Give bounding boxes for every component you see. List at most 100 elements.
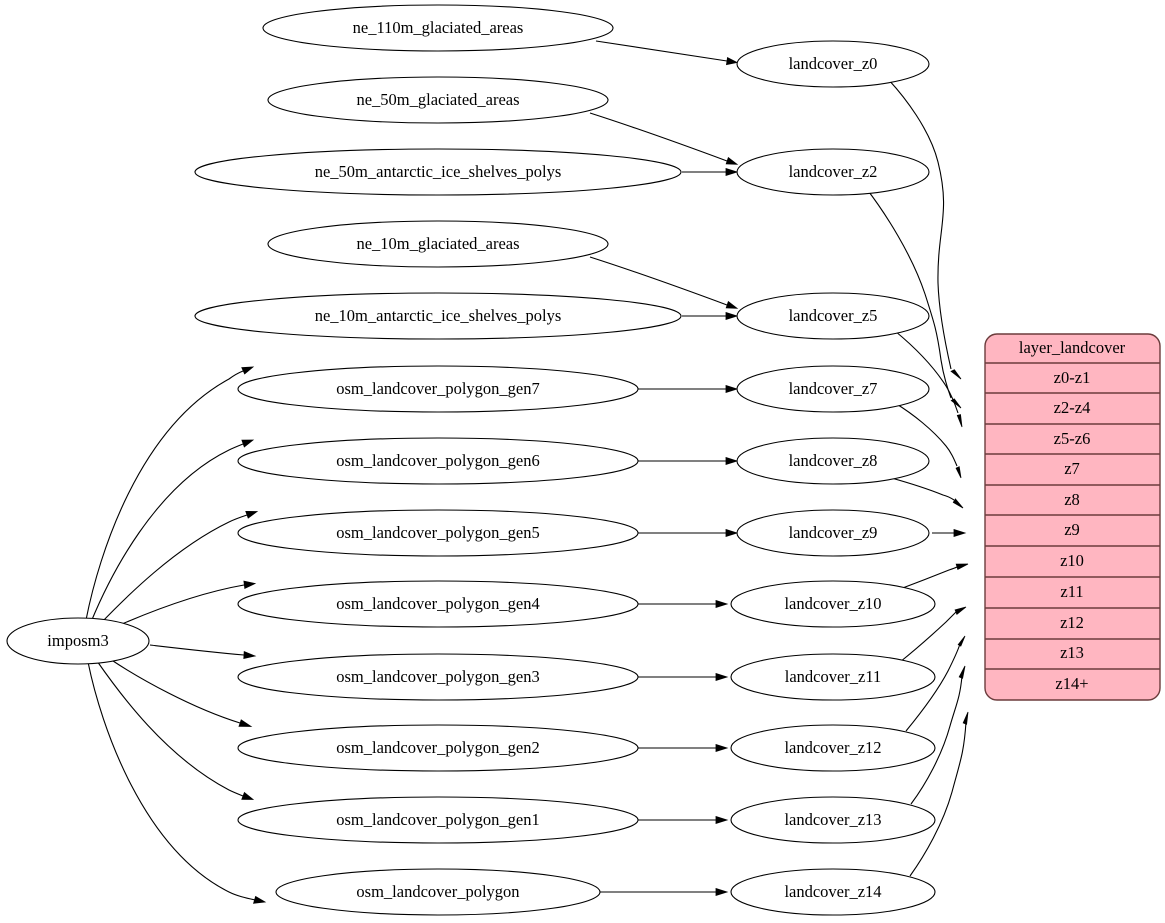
node-ne-10m-antarctic-ice-shelves-polys[interactable]: ne_10m_antarctic_ice_shelves_polys (194, 292, 682, 340)
node-label: osm_landcover_polygon (356, 882, 519, 901)
arrowhead (954, 606, 967, 615)
edge-imposm3-to-gen6 (90, 443, 244, 623)
arrowhead (725, 311, 739, 321)
arrowhead (238, 719, 253, 727)
edge-z11-to-row-z11 (899, 611, 957, 663)
node-ne-50m-glaciated-areas[interactable]: ne_50m_glaciated_areas (267, 76, 609, 124)
edge-layer (85, 40, 969, 904)
node-label: ne_50m_antarctic_ice_shelves_polys (315, 162, 562, 181)
node-osm-landcover-polygon-gen4[interactable]: osm_landcover_polygon_gen4 (237, 580, 639, 628)
node-osm-landcover-polygon-gen3[interactable]: osm_landcover_polygon_gen3 (237, 653, 639, 701)
arrowhead (962, 711, 969, 725)
table-row-z2-z4[interactable]: z2-z4 (1054, 398, 1091, 417)
natural-earth-sources: ne_110m_glaciated_areas ne_50m_glaciated… (194, 4, 682, 340)
node-landcover-z2[interactable]: landcover_z2 (736, 148, 930, 196)
arrowhead (952, 498, 964, 509)
node-label: landcover_z7 (789, 379, 878, 398)
node-osm-landcover-polygon-gen5[interactable]: osm_landcover_polygon_gen5 (237, 509, 639, 557)
node-landcover-z8[interactable]: landcover_z8 (736, 437, 930, 485)
arrowhead (715, 672, 729, 682)
arrowhead (955, 563, 969, 570)
node-ne-110m-glaciated-areas[interactable]: ne_110m_glaciated_areas (262, 4, 614, 52)
edge-z14-to-row-z14plus (909, 721, 967, 877)
node-landcover-z9[interactable]: landcover_z9 (736, 509, 930, 557)
layer-landcover-table[interactable]: layer_landcover z0-z1 z2-z4 z5-z6 z7 z8 … (984, 333, 1161, 701)
node-landcover-z13[interactable]: landcover_z13 (730, 796, 936, 844)
table-row-z14-plus[interactable]: z14+ (1055, 674, 1088, 693)
arrowhead (245, 510, 259, 519)
node-label: osm_landcover_polygon_gen6 (336, 451, 539, 470)
table-row-z12[interactable]: z12 (1060, 613, 1084, 632)
node-label: ne_50m_glaciated_areas (356, 90, 519, 109)
node-osm-landcover-polygon-gen6[interactable]: osm_landcover_polygon_gen6 (237, 437, 639, 485)
node-osm-landcover-polygon-gen7[interactable]: osm_landcover_polygon_gen7 (237, 365, 639, 413)
node-label: ne_10m_glaciated_areas (356, 234, 519, 253)
node-landcover-z14[interactable]: landcover_z14 (730, 868, 936, 916)
node-landcover-z10[interactable]: landcover_z10 (730, 580, 936, 628)
landcover-views: landcover_z0 landcover_z2 landcover_z5 l… (730, 40, 936, 916)
arrowhead (950, 369, 962, 380)
node-landcover-z0[interactable]: landcover_z0 (736, 40, 930, 88)
edge-z12-to-row-z12 (905, 643, 961, 732)
table-row-z0-z1[interactable]: z0-z1 (1054, 368, 1091, 387)
table-row-z11[interactable]: z11 (1060, 582, 1083, 601)
node-imposm3[interactable]: imposm3 (6, 617, 150, 665)
edge-z7-to-row-z7 (894, 402, 958, 467)
node-label: landcover_z9 (789, 523, 878, 542)
node-ne-50m-antarctic-ice-shelves-polys[interactable]: ne_50m_antarctic_ice_shelves_polys (194, 148, 682, 196)
edge-z13-to-row-z13 (910, 675, 963, 805)
node-label: osm_landcover_polygon_gen1 (336, 810, 539, 829)
node-osm-landcover-polygon-gen2[interactable]: osm_landcover_polygon_gen2 (237, 724, 639, 772)
arrowhead (725, 167, 739, 177)
arrowhead (957, 635, 966, 647)
node-landcover-z12[interactable]: landcover_z12 (730, 724, 936, 772)
arrowhead (715, 887, 729, 897)
node-label: ne_110m_glaciated_areas (353, 18, 524, 37)
node-label: landcover_z12 (784, 738, 881, 757)
node-label: landcover_z5 (789, 306, 878, 325)
arrowhead (956, 414, 963, 428)
edge-imposm3-to-gen4 (114, 584, 245, 628)
arrowhead (953, 528, 967, 538)
node-label: ne_10m_antarctic_ice_shelves_polys (315, 306, 562, 325)
edge-z8-to-row-z8 (887, 476, 955, 501)
arrowhead (715, 743, 729, 753)
table-row-z13[interactable]: z13 (1060, 643, 1084, 662)
node-label: landcover_z0 (789, 54, 878, 73)
table-title: layer_landcover (1019, 338, 1126, 357)
node-label: landcover_z10 (784, 594, 881, 613)
table-row-z9[interactable]: z9 (1064, 520, 1080, 539)
arrowhead (725, 528, 739, 538)
node-ne-10m-glaciated-areas[interactable]: ne_10m_glaciated_areas (267, 220, 609, 268)
node-landcover-z5[interactable]: landcover_z5 (736, 292, 930, 340)
edge-z5-to-row-z5z6 (894, 330, 959, 414)
edge-ne10m-glaciated-to-z5 (589, 256, 728, 306)
table-row-z8[interactable]: z8 (1064, 490, 1080, 509)
edge-ne110m-to-z0 (595, 40, 728, 62)
table-rows: z0-z1 z2-z4 z5-z6 z7 z8 z9 z10 z11 z12 z… (1054, 368, 1091, 693)
edge-imposm3-to-osmlandcover (87, 661, 256, 901)
node-label: imposm3 (47, 631, 108, 650)
arrowhead (243, 580, 257, 590)
edge-imposm3-to-gen2 (109, 658, 241, 724)
node-landcover-z7[interactable]: landcover_z7 (736, 365, 930, 413)
edge-imposm3-to-gen5 (99, 514, 248, 625)
node-label: osm_landcover_polygon_gen5 (336, 523, 539, 542)
arrowhead (241, 439, 255, 448)
table-row-z5-z6[interactable]: z5-z6 (1054, 429, 1091, 448)
node-label: landcover_z2 (789, 162, 878, 181)
arrowhead (253, 895, 267, 904)
arrowhead (241, 791, 255, 800)
node-label: landcover_z8 (789, 451, 878, 470)
arrowhead (725, 456, 739, 466)
node-osm-landcover-polygon-gen1[interactable]: osm_landcover_polygon_gen1 (237, 796, 639, 844)
osm-sources: osm_landcover_polygon_gen7 osm_landcover… (237, 365, 639, 916)
node-label: landcover_z14 (784, 882, 881, 901)
table-row-z10[interactable]: z10 (1060, 551, 1084, 570)
arrowhead (241, 366, 255, 375)
node-landcover-z11[interactable]: landcover_z11 (730, 653, 936, 701)
table-row-z7[interactable]: z7 (1064, 459, 1080, 478)
edge-z0-to-row-z0z1 (886, 77, 952, 370)
node-osm-landcover-polygon[interactable]: osm_landcover_polygon (275, 868, 601, 916)
